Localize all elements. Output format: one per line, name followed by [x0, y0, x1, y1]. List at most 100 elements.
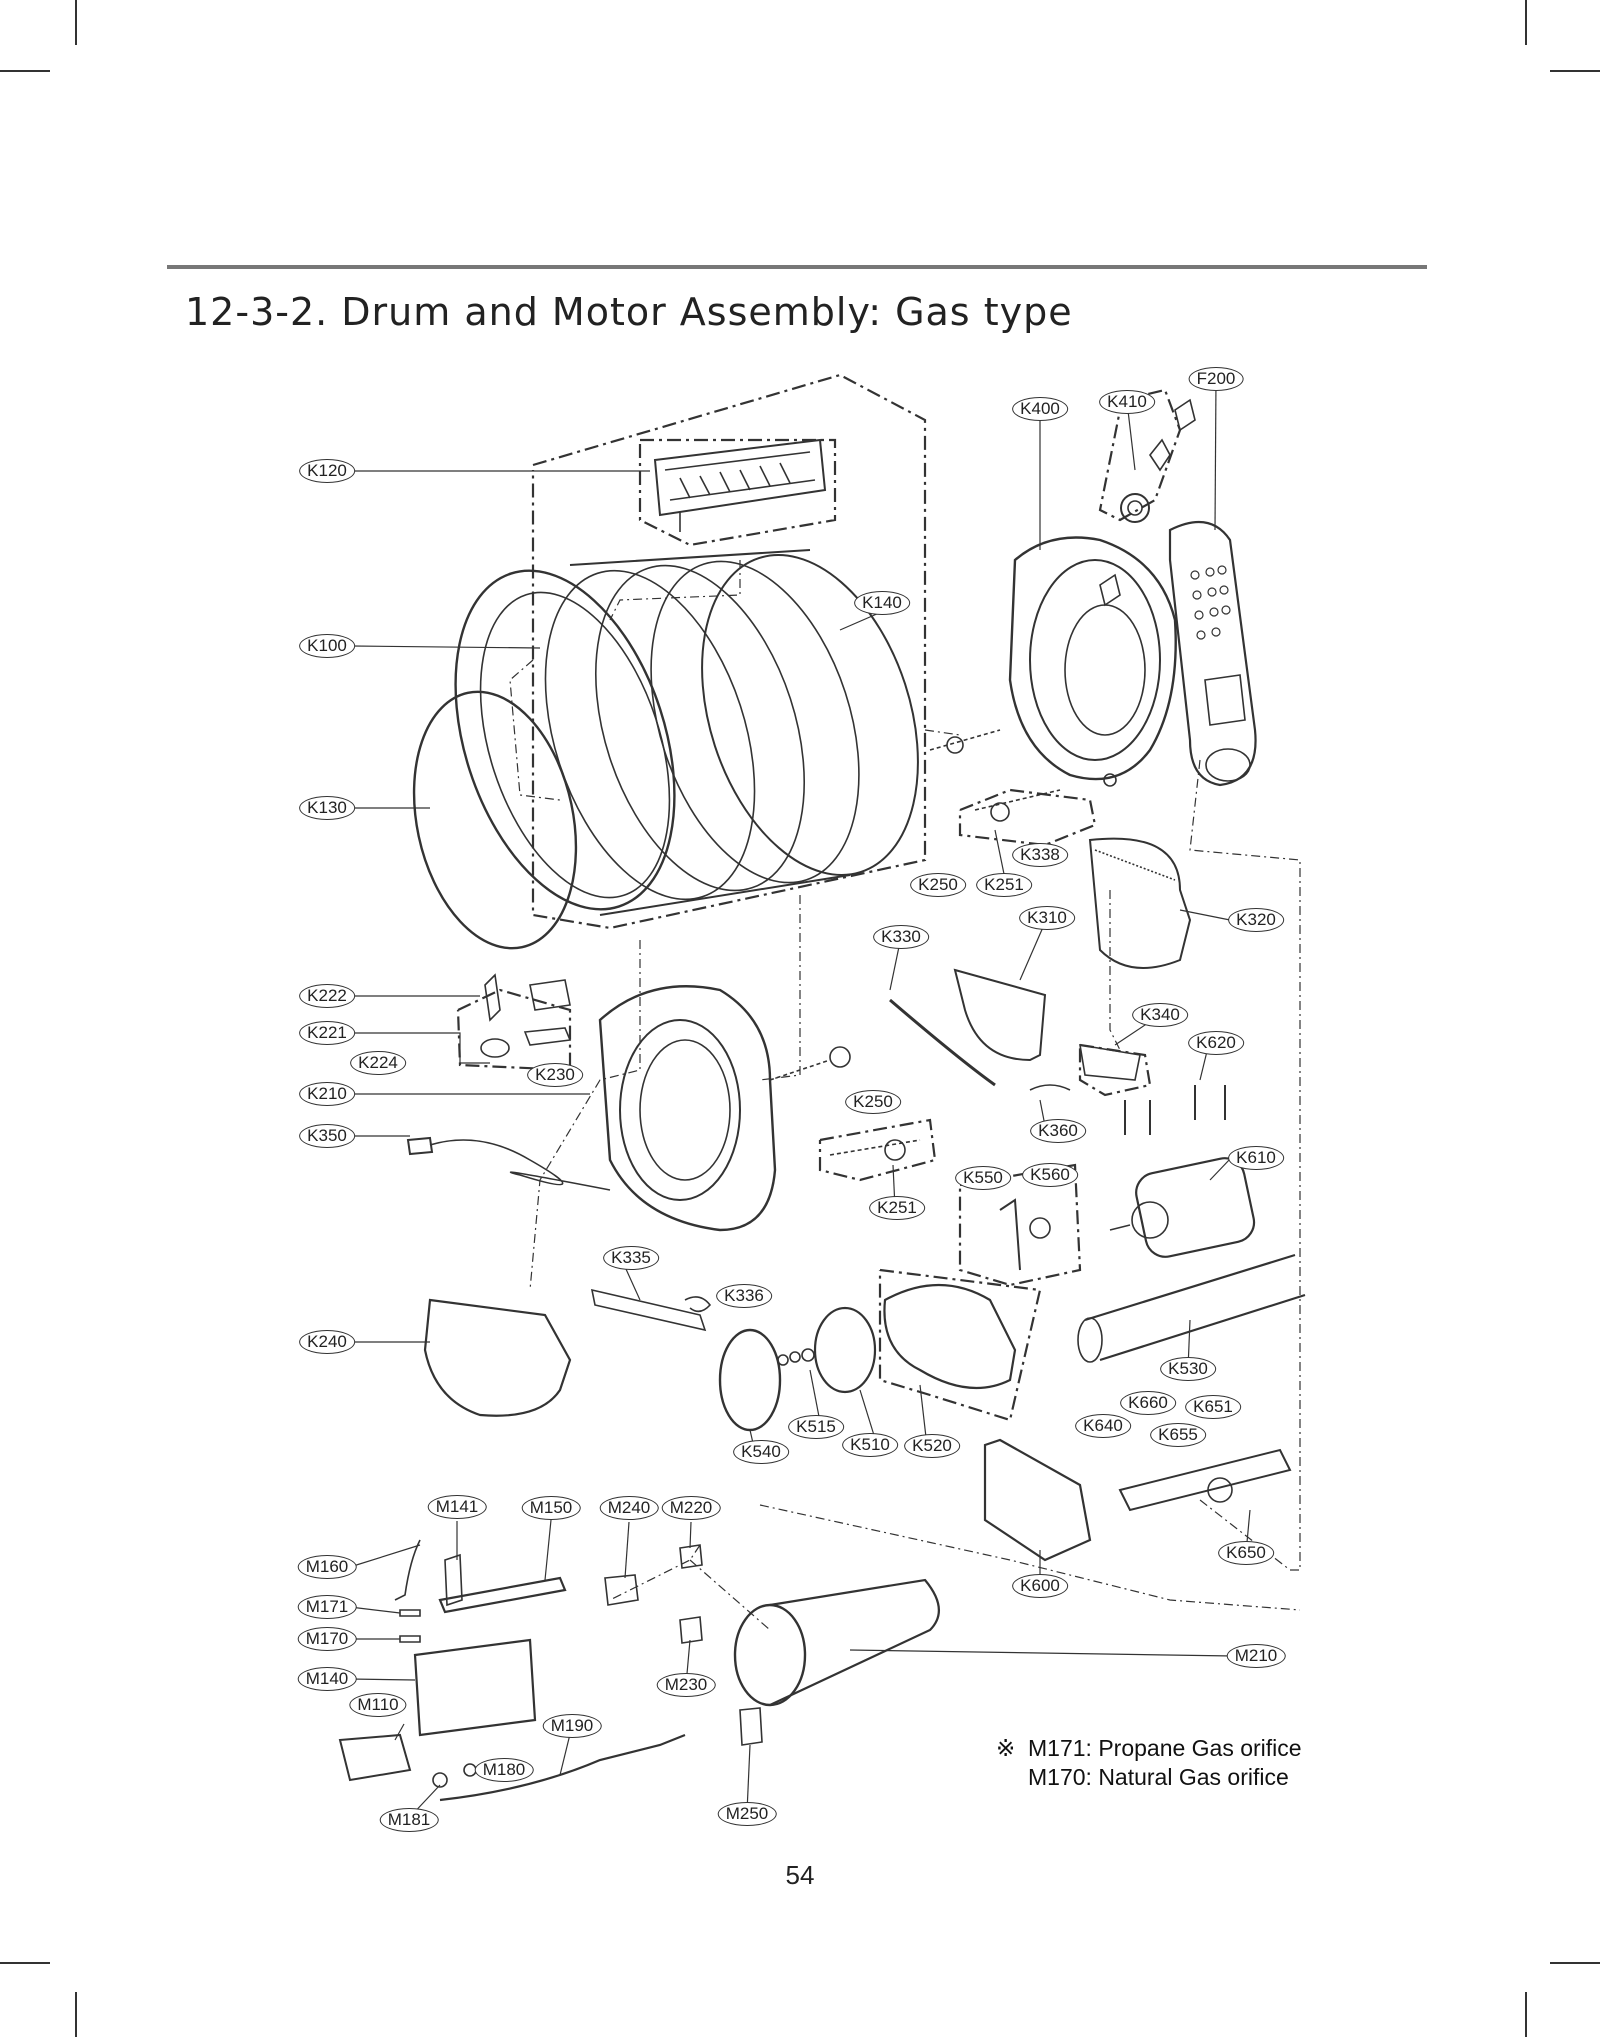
callout-m250: M250 [717, 1802, 777, 1826]
callout-k140: K140 [854, 591, 910, 615]
part-k100-drum [454, 549, 919, 916]
dash-groups [456, 373, 1182, 1422]
callout-m140: M140 [297, 1667, 357, 1691]
callout-k120: K120 [299, 459, 355, 483]
callout-f200: F200 [1188, 367, 1244, 391]
callout-m210: M210 [1226, 1644, 1286, 1668]
callout-k330: K330 [873, 925, 929, 949]
part-m240 [604, 1574, 639, 1606]
part-k250-top-roller [929, 729, 1061, 822]
part-k350-harness [406, 1136, 611, 1191]
callout-k660: K660 [1120, 1391, 1176, 1415]
part-m190-tube [439, 1733, 686, 1802]
page-number: 54 [785, 1860, 815, 1890]
alignment-lines [509, 560, 1301, 1631]
part-m210-tube [733, 1578, 940, 1707]
callout-m150: M150 [521, 1496, 581, 1520]
part-k510-fan [813, 1306, 877, 1394]
part-k335-strip [590, 1288, 707, 1332]
note-line-2: M170: Natural Gas orifice [1028, 1764, 1289, 1790]
callout-k360: K360 [1030, 1119, 1086, 1143]
note-line-1: M171: Propane Gas orifice [1028, 1735, 1302, 1761]
callout-k350: K350 [299, 1124, 355, 1148]
crop-mark [1525, 1992, 1527, 2037]
callout-m230: M230 [656, 1673, 716, 1697]
part-m181 [432, 1772, 448, 1788]
part-k210-front-bulkhead [598, 985, 777, 1232]
callout-k251-mid: K251 [869, 1196, 925, 1220]
part-m140-bracket [413, 1638, 537, 1737]
part-k310-filter-frame [953, 968, 1047, 1062]
part-k550 [999, 1198, 1021, 1271]
callout-k340: K340 [1132, 1003, 1188, 1027]
note-symbol: ※ [996, 1735, 1016, 1761]
callout-k130: K130 [299, 796, 355, 820]
part-k540-ring [718, 1328, 782, 1432]
part-m220 [679, 1544, 703, 1569]
callout-k310: K310 [1019, 906, 1075, 930]
callout-k250-mid: K250 [845, 1090, 901, 1114]
callout-m190: M190 [542, 1714, 602, 1738]
header-rule [167, 265, 1427, 269]
callout-k560: K560 [1022, 1163, 1078, 1187]
part-m17x-orifices [399, 1609, 421, 1643]
callout-k510: K510 [842, 1433, 898, 1457]
callout-k230: K230 [527, 1063, 583, 1087]
leader-lines [349, 378, 1251, 1819]
callout-m141: M141 [427, 1495, 487, 1519]
part-k336-spring [684, 1296, 712, 1313]
crop-mark [75, 1992, 77, 2037]
part-m141 [444, 1553, 463, 1607]
callout-m171: M171 [297, 1595, 357, 1619]
part-k410-f200 [1120, 398, 1257, 787]
callout-k100: K100 [299, 634, 355, 658]
part-k340 [1079, 1044, 1141, 1081]
part-k515-hardware [777, 1348, 815, 1366]
callout-k335: K335 [603, 1246, 659, 1270]
part-k130-seal [412, 690, 578, 950]
part-k250-mid-roller [769, 1046, 921, 1161]
callout-k251-top: K251 [976, 873, 1032, 897]
part-k120 [653, 438, 827, 532]
callout-k210: K210 [299, 1082, 355, 1106]
callout-m170: M170 [297, 1627, 357, 1651]
callout-m220: M220 [661, 1496, 721, 1520]
callout-k338: K338 [1012, 843, 1068, 867]
part-m150-burner [438, 1576, 567, 1614]
part-m160-igniter [394, 1539, 421, 1601]
callout-k336: K336 [716, 1284, 772, 1308]
part-k330-bracket [889, 998, 996, 1087]
callout-k650: K650 [1218, 1541, 1274, 1565]
callout-m110: M110 [349, 1693, 407, 1717]
part-m250 [739, 1707, 763, 1746]
callout-m160: M160 [297, 1555, 357, 1579]
part-k560 [1029, 1217, 1051, 1239]
callout-k655: K655 [1150, 1423, 1206, 1447]
callout-k515: K515 [788, 1415, 844, 1439]
part-k360 [1029, 1084, 1071, 1091]
part-k610-motor [1109, 1085, 1256, 1258]
callout-k550: K550 [955, 1166, 1011, 1190]
callout-k610: K610 [1228, 1146, 1284, 1170]
part-k530-tube [1077, 1253, 1306, 1363]
part-k520-blower-housing [883, 1284, 1017, 1390]
callout-k250-top: K250 [910, 873, 966, 897]
callout-k620: K620 [1188, 1031, 1244, 1055]
callout-k400: K400 [1012, 397, 1068, 421]
part-k600-mount [983, 1438, 1092, 1562]
crop-mark [0, 70, 50, 72]
part-m230 [679, 1616, 703, 1644]
part-k240-housing [423, 1298, 572, 1417]
callout-k651: K651 [1185, 1395, 1241, 1419]
part-k400-rear-bulkhead [1008, 536, 1177, 787]
callout-k221: K221 [299, 1021, 355, 1045]
crop-mark [1550, 70, 1600, 72]
callout-k320: K320 [1228, 908, 1284, 932]
callout-k640: K640 [1075, 1414, 1131, 1438]
part-k65x [1118, 1448, 1292, 1512]
part-m110-valve [338, 1733, 412, 1782]
callout-m181: M181 [379, 1808, 439, 1832]
callout-k600: K600 [1012, 1574, 1068, 1598]
callout-k540: K540 [733, 1440, 789, 1464]
